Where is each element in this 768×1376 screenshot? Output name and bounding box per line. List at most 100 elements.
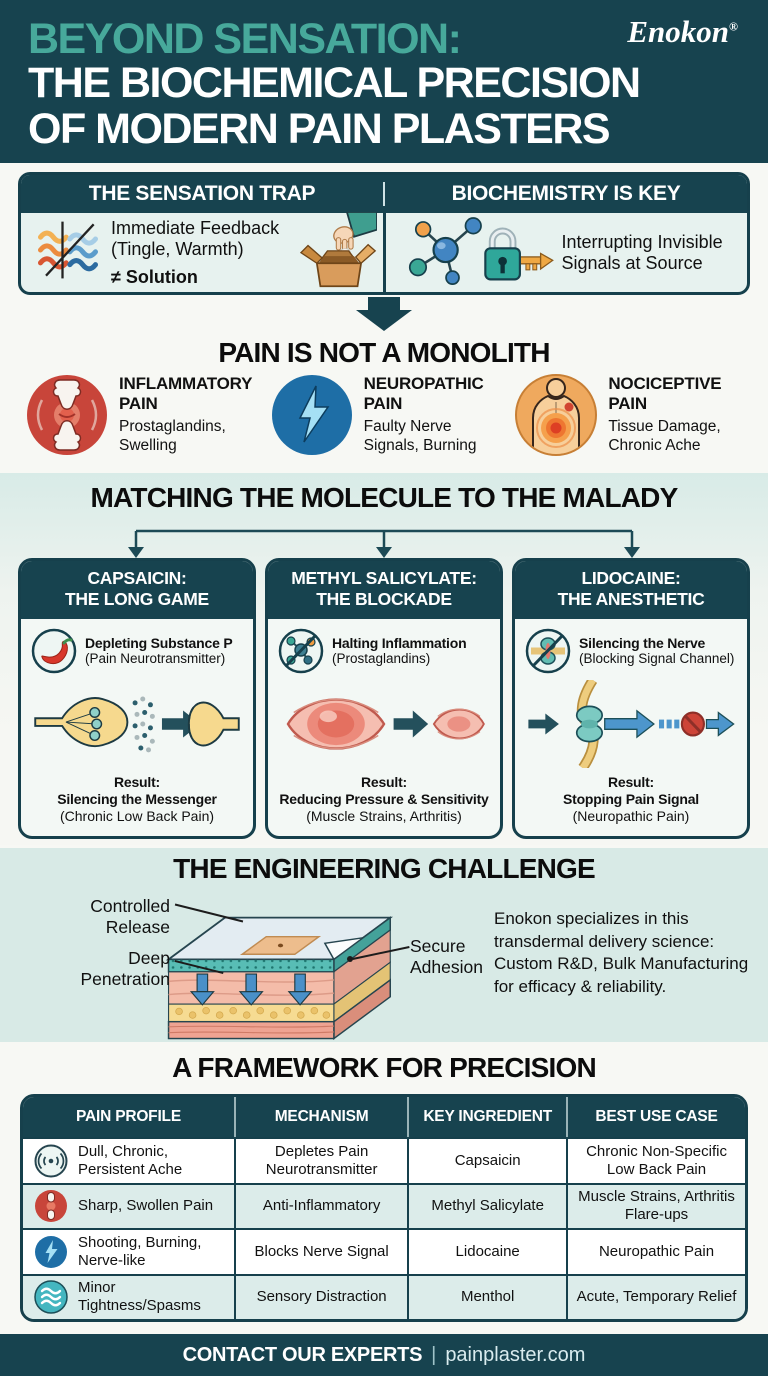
table-cell: Methyl Salicylate [409,1182,569,1228]
sensation-trap-panel: THE SENSATION TRAP BIOCHEMISTRY IS KEY [18,172,750,295]
point-sub: (Prostaglandins) [332,651,431,666]
table-cell: Chronic Non-Specific Low Back Pain [568,1137,745,1183]
table-row-lidocaine-profile: Shooting, Burning, Nerve-like [23,1228,236,1274]
menthol-waves-icon [33,1279,69,1315]
molecule-lock-key-icon [402,212,554,292]
table-row-menthol-profile: Minor Tightness/Spasms [23,1273,236,1319]
title-line-3: OF MODERN PAIN PLASTERS [28,105,611,153]
muscle-swelling-illustration [268,674,500,774]
body-divider [382,213,386,292]
body-pain-icon [515,374,598,456]
trap-right-line2: Signals at Source [561,252,703,273]
point-sub: (Blocking Signal Channel) [579,651,735,666]
skin-layers-diagram [165,916,394,1040]
point-bold: Depleting Substance P [85,634,233,651]
framework-table: PAIN PROFILE MECHANISM KEY INGREDIENT BE… [20,1094,748,1322]
card-header: CAPSAICIN: THE LONG GAME [21,561,253,619]
table-cell: Anti-Inflammatory [235,1182,410,1228]
pain-item-neuropathic: NEUROPATHIC PAIN Faulty Nerve Signals, B… [271,374,516,456]
table-cell: Lidocaine [409,1228,569,1274]
pain-sub: Tissue Damage, Chronic Ache [608,418,721,454]
footer: CONTACT OUR EXPERTS | painplaster.com [0,1334,768,1376]
footer-cta: CONTACT OUR EXPERTS [182,1343,423,1366]
pain-title: NEUROPATHIC PAIN [363,374,484,413]
card-header: METHYL SALICYLATE: THE BLOCKADE [268,561,500,619]
label-deep-penetration: Deep Penetration [80,948,170,989]
pain-sub: Faulty Nerve Signals, Burning [363,418,477,454]
trap-right-half: Interrupting Invisible Signals at Source [386,213,748,292]
joint-icon [33,1188,69,1224]
brand-logo: Enokon® [627,14,738,49]
table-cell: Menthol [409,1273,569,1319]
trap-left-line1: Immediate Feedback [111,217,280,238]
molecule-slash-icon [278,628,324,674]
table-cell: Acute, Temporary Relief [568,1273,745,1319]
header: BEYOND SENSATION: THE BIOCHEMICAL PRECIS… [0,0,768,163]
card-point: Halting Inflammation (Prostaglandins) [268,619,500,674]
pain-sub: Prostaglandins, Swelling [119,418,226,454]
engineering-paragraph: Enokon specializes in this transdermal d… [494,909,749,996]
table-cell: Muscle Strains, Arthritis Flare-ups [568,1182,745,1228]
pain-types-row: INFLAMMATORY PAIN Prostaglandins, Swelli… [26,374,760,456]
title-accent-line: BEYOND SENSATION: [28,15,462,63]
table-row-methyl-profile: Sharp, Swollen Pain [23,1182,236,1228]
card-point: Depleting Substance P (Pain Neurotransmi… [21,619,253,674]
card-methyl-salicylate: METHYL SALICYLATE: THE BLOCKADE [265,558,503,839]
table-cell: Depletes Pain Neurotransmitter [235,1137,410,1183]
trap-left-text: Immediate Feedback (Tingle, Warmth) ≠ So… [111,218,279,288]
header-divider [383,182,385,206]
column-header: KEY INGREDIENT [409,1097,569,1137]
trap-panel-header: THE SENSATION TRAP BIOCHEMISTRY IS KEY [21,175,747,213]
branch-connector [128,529,640,558]
trap-right-line1: Interrupting Invisible [561,231,723,252]
joint-icon [26,374,108,456]
pain-title: INFLAMMATORY PAIN [119,374,252,413]
pain-item-inflammatory: INFLAMMATORY PAIN Prostaglandins, Swelli… [26,374,271,456]
monolith-title: PAIN IS NOT A MONOLITH [218,337,550,368]
molecule-title: MATCHING THE MOLECULE TO THE MALADY [90,482,679,513]
label-controlled-release: Controlled Release [90,896,170,937]
title-line-2: THE BIOCHEMICAL PRECISION [28,59,641,107]
table-row-capsaicin-profile: Dull, Chronic, Persistent Ache [23,1137,236,1183]
card-lidocaine: LIDOCAINE: THE ANESTHETIC [512,558,750,839]
trap-right-title: BIOCHEMISTRY IS KEY [451,182,681,205]
column-header: MECHANISM [235,1097,410,1137]
ingredient-cards: CAPSAICIN: THE LONG GAME Depleting Subst… [18,558,750,839]
label-secure-adhesion: Secure Adhesion [410,936,483,977]
pulse-waves-icon [33,1143,69,1179]
footer-website-link[interactable]: painplaster.com [445,1343,586,1366]
lightning-icon [33,1234,69,1270]
molecule-section: MATCHING THE MOLECULE TO THE MALADY CAPS… [0,473,768,845]
table-cell: Neuropathic Pain [568,1228,745,1274]
engineering-title: THE ENGINEERING CHALLENGE [173,853,596,884]
table-cell: Sensory Distraction [235,1273,410,1319]
card-result: Result: Silencing the Messenger (Chronic… [57,774,217,824]
pain-item-nociceptive: NOCICEPTIVE PAIN Tissue Damage, Chronic … [515,374,760,456]
point-bold: Halting Inflammation [332,634,467,651]
trap-left-half: Immediate Feedback (Tingle, Warmth) ≠ So… [21,211,383,292]
trap-right-text: Interrupting Invisible Signals at Source [562,232,723,274]
engineering-section: THE ENGINEERING CHALLENGE [0,848,768,1042]
pointer-dot [347,956,353,962]
table-cell: Capsaicin [409,1137,569,1183]
lightning-icon [271,374,353,456]
waves-slash-icon [35,217,101,288]
card-capsaicin: CAPSAICIN: THE LONG GAME Depleting Subst… [18,558,256,839]
framework-title: A FRAMEWORK FOR PRECISION [172,1052,597,1083]
footer-divider: | [431,1343,437,1366]
card-result: Result: Stopping Pain Signal (Neuropathi… [562,774,699,824]
trap-panel-body: Immediate Feedback (Tingle, Warmth) ≠ So… [21,211,748,292]
card-result: Result: Reducing Pressure & Sensitivity … [279,774,489,824]
card-header: LIDOCAINE: THE ANESTHETIC [515,561,747,619]
hand-box-icon [285,211,378,292]
nerve-terminal-illustration [21,674,253,774]
signal-block-illustration [515,674,747,774]
trap-left-line2: (Tingle, Warmth) [111,238,244,259]
column-header: PAIN PROFILE [23,1097,236,1137]
chili-pepper-icon [31,628,77,674]
channel-slash-icon [525,628,571,674]
pain-title: NOCICEPTIVE PAIN [608,374,722,413]
down-arrow-icon [356,297,412,331]
trap-left-title: THE SENSATION TRAP [88,182,316,205]
